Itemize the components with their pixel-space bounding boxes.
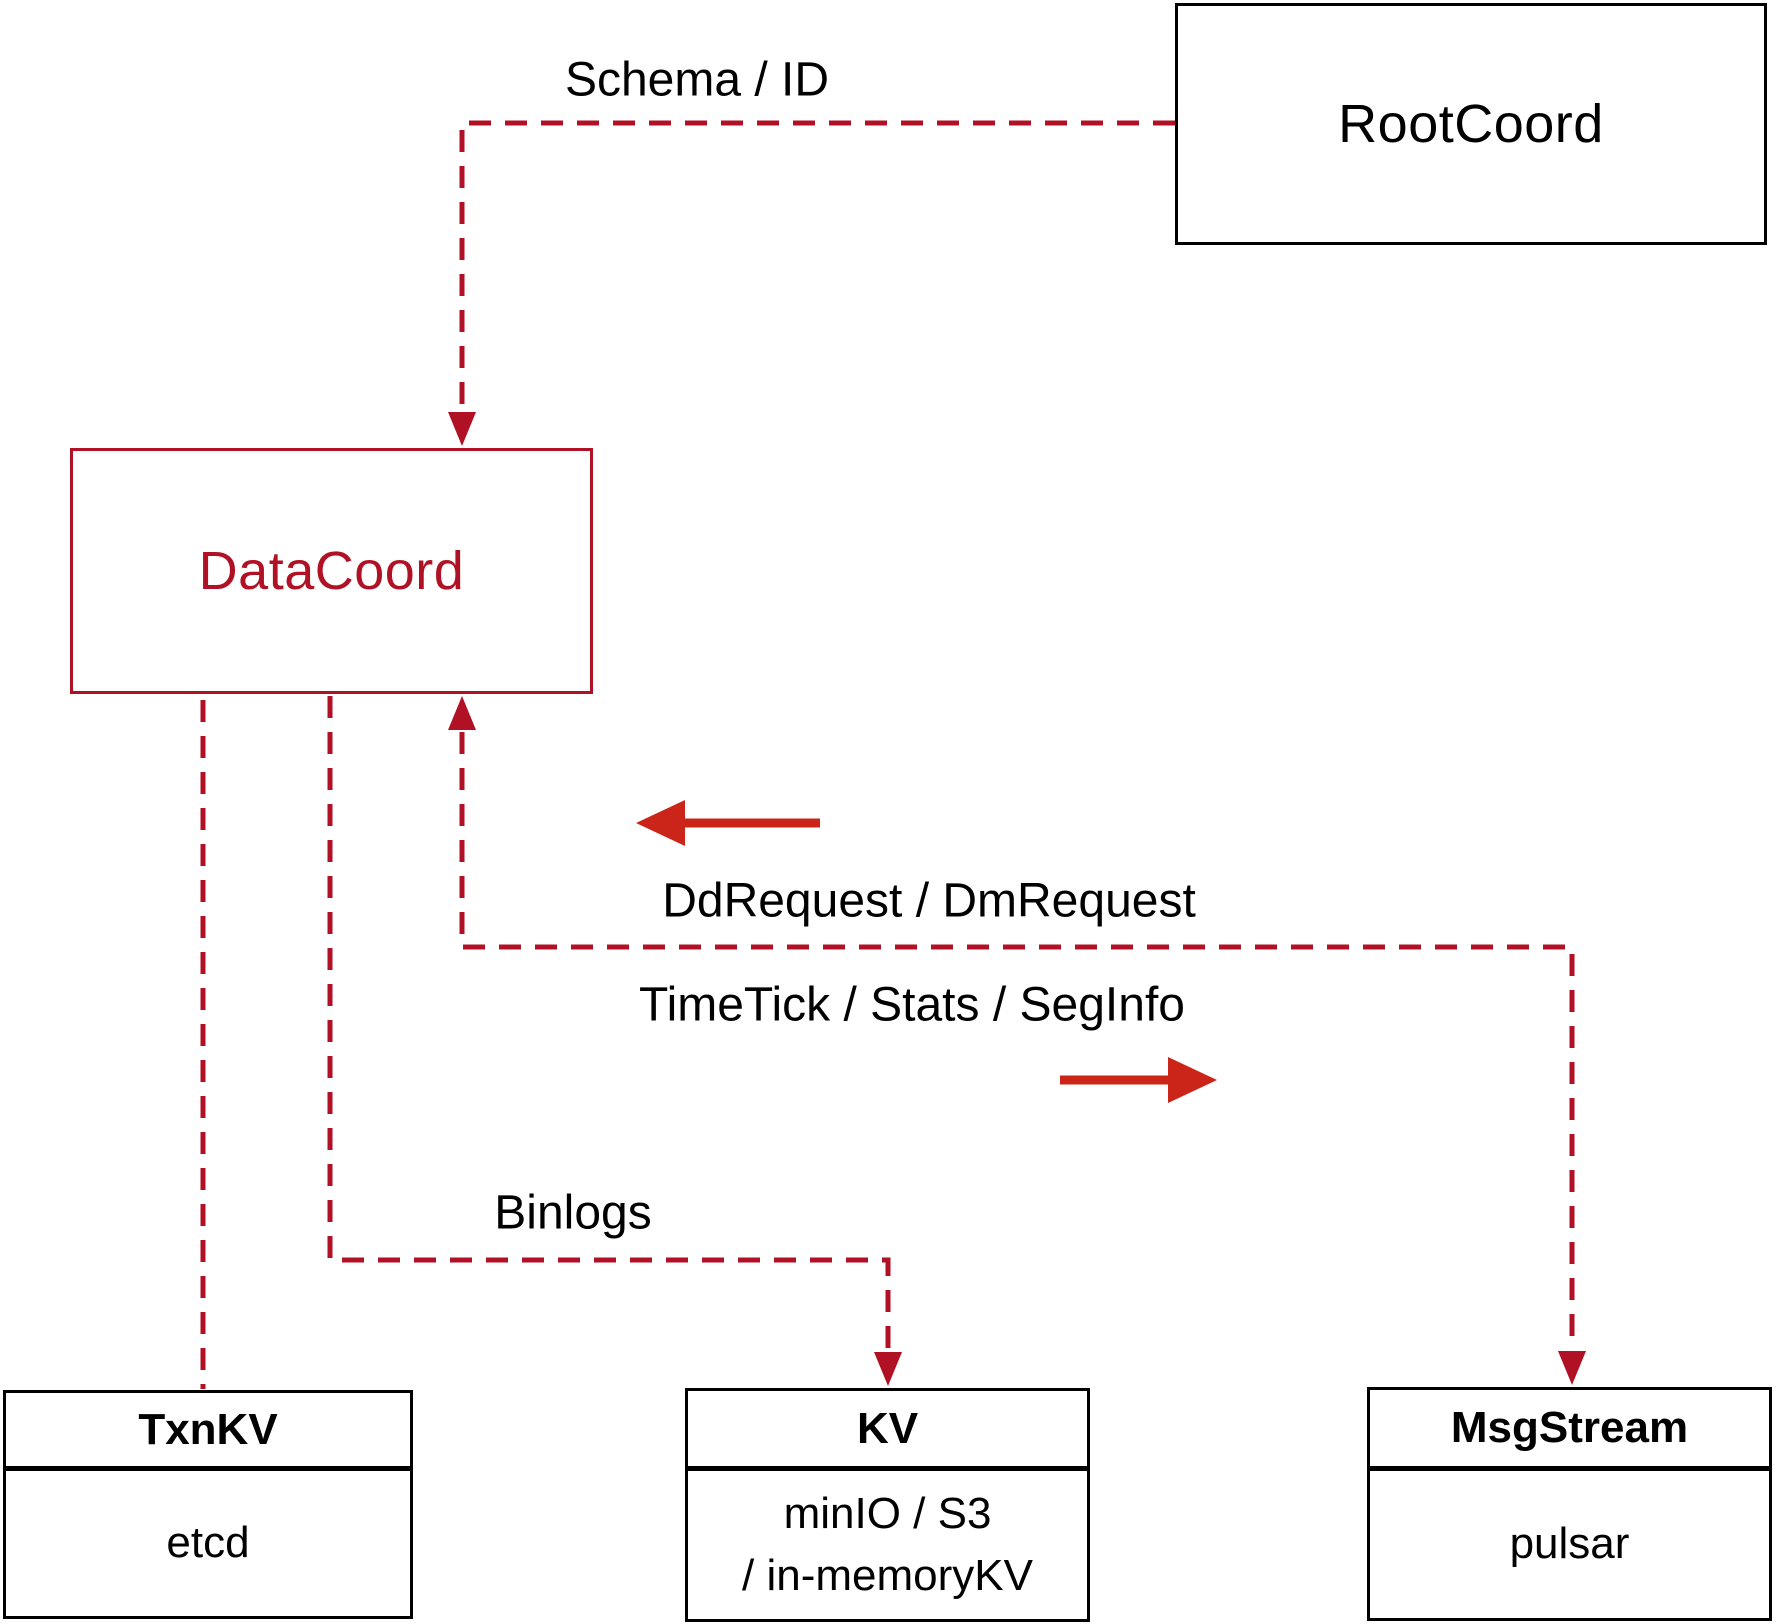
arrowhead-into-datacoord-bottom-icon	[448, 696, 476, 730]
node-msgstream: MsgStream pulsar	[1367, 1387, 1772, 1621]
edge-datacoord-to-kv	[327, 696, 902, 1386]
node-rootcoord: RootCoord	[1175, 3, 1767, 245]
rootcoord-label: RootCoord	[1338, 94, 1604, 154]
txnkv-body: etcd	[166, 1518, 250, 1568]
kv-body-line1: minIO / S3	[783, 1488, 992, 1538]
msgstream-body: pulsar	[1509, 1519, 1630, 1569]
timetick-edge-label: TimeTick / Stats / SegInfo	[639, 978, 1185, 1032]
node-datacoord: DataCoord	[70, 448, 593, 694]
datacoord-label: DataCoord	[198, 541, 465, 601]
txnkv-title: TxnKV	[6, 1393, 410, 1471]
ddrequest-edge-label: DdRequest / DmRequest	[662, 874, 1196, 928]
kv-body-line2: / in-memoryKV	[742, 1551, 1033, 1600]
schema-id-dashed-line	[459, 120, 1175, 410]
kv-title: KV	[688, 1391, 1087, 1471]
schema-id-edge-label: Schema / ID	[564, 53, 830, 107]
arrowhead-into-datacoord-top-icon	[448, 412, 476, 446]
node-kv: KV minIO / S3 / in-memoryKV	[685, 1388, 1090, 1622]
left-direction-arrow-icon	[636, 800, 820, 846]
kv-body: minIO / S3 / in-memoryKV	[688, 1471, 1087, 1619]
right-direction-arrow-icon	[1060, 1057, 1217, 1103]
edge-datacoord-msgstream	[448, 696, 1586, 1385]
edge-rootcoord-to-datacoord	[448, 120, 1175, 446]
arrowhead-into-kv-top-icon	[874, 1352, 902, 1386]
msgstream-dashed-line	[459, 732, 1575, 1347]
binlogs-edge-label: Binlogs	[494, 1186, 652, 1240]
arrowhead-into-msgstream-top-icon	[1558, 1351, 1586, 1385]
node-txnkv: TxnKV etcd	[3, 1390, 413, 1619]
msgstream-title: MsgStream	[1370, 1390, 1769, 1471]
